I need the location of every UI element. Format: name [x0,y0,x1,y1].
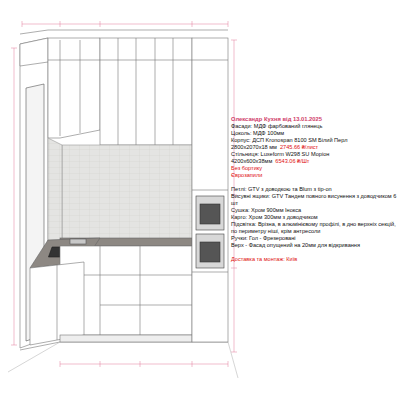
spec-note: Петлі: GTV з доводкою та Blum з tip-on [231,186,332,192]
spec-note: Фасади: МДФ фарбований глянець [231,123,322,129]
spec-line: Доставка та монтаж: Київ [231,256,397,263]
spec-line: 4200х600х38мм6543.06 ₴/Шт [231,158,397,165]
spec-line: Стільниця: Luxeform W298 SU Моріон [231,151,397,158]
spec-line: Ручки: Гол - Фрезеровані [231,235,397,242]
spec-note: Карго: Хром 300мм з доводчиком [231,214,318,220]
spec-line: Підсвітка: Врізна, в алюмінієвому профіл… [231,221,397,235]
spec-line: 2800х2070х18 мм2745.66 ₴/лист [231,144,397,151]
spec-note: Висувні ящики: GTV Тандем повного висуне… [231,193,396,206]
spec-note: Сушка: Хром 900мм Інокса [231,207,301,213]
spec-note: Цоколь: МДФ 100мм [231,130,284,136]
spec-note: Ручки: Гол - Фрезеровані [231,235,296,241]
spec-line: Корпус: ДСП Kronospan 8100 SM Білий Перл [231,137,397,144]
spacer [231,179,397,186]
spec-note: Підсвітка: Врізна, в алюмінієвому профіл… [231,221,396,234]
spec-line: Фасади: МДФ фарбований глянець [231,123,397,130]
spec-note: Корпус: ДСП Kronospan 8100 SM Білий Перл [231,137,347,143]
spec-note: 4200х600х38мм [231,158,272,164]
spec-note: Стільниця: Luxeform W298 SU Моріон [231,151,329,157]
spec-note: 2745.66 ₴/лист [280,144,318,150]
spec-line: Сушка: Хром 900мм Інокса [231,207,397,214]
spec-line: Верх - Фасад опущений на 20мм для відкри… [231,242,397,249]
spec-line: Без бортику [231,165,397,172]
spec-note: Без бортику [231,165,262,171]
spec-line: Карго: Хром 300мм з доводчиком [231,214,397,221]
spec-line: Висувні ящики: GTV Тандем повного висуне… [231,193,397,207]
title-text: Олександр Кухня від 13.01.2025 [231,115,397,123]
spacer [231,249,397,256]
spec-line: Єврозапили [231,172,397,179]
spec-text: Олександр Кухня від 13.01.2025Фасади: МД… [231,115,397,263]
spec-note: 2800х2070х18 мм [231,144,277,150]
spec-line: Петлі: GTV з доводкою та Blum з tip-on [231,186,397,193]
spec-note: Верх - Фасад опущений на 20мм для відкри… [231,242,360,248]
spec-note: 6543.06 ₴/Шт [275,158,309,164]
spec-note: Доставка та монтаж: Київ [231,256,297,262]
spec-note: Єврозапили [231,172,262,178]
spec-line: Цоколь: МДФ 100мм [231,130,397,137]
